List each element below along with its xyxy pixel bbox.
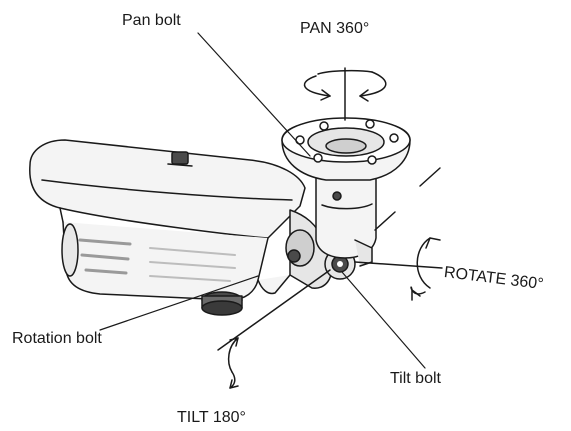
pan-360-label: PAN 360° — [300, 20, 370, 37]
mount-column — [315, 169, 377, 267]
camera-body — [29, 139, 306, 301]
tilt-arrow — [217, 269, 331, 389]
pan-arrow — [303, 67, 387, 121]
rotation-bolt-label: Rotation bolt — [12, 330, 102, 347]
rotate-arrow — [354, 167, 443, 301]
leader-pan-bolt — [197, 32, 311, 157]
tilt-180-label: TILT 180° — [177, 409, 246, 426]
bracket-arm — [285, 209, 332, 289]
tilt-bolt-label: Tilt bolt — [390, 370, 441, 387]
leader-lines — [99, 32, 426, 369]
base-plate — [281, 117, 411, 181]
pan-bolt-label: Pan bolt — [122, 12, 181, 29]
rotation-bolt-knob — [201, 291, 243, 316]
leader-tilt-bolt — [341, 271, 426, 369]
leader-rotation-bolt — [99, 275, 259, 331]
